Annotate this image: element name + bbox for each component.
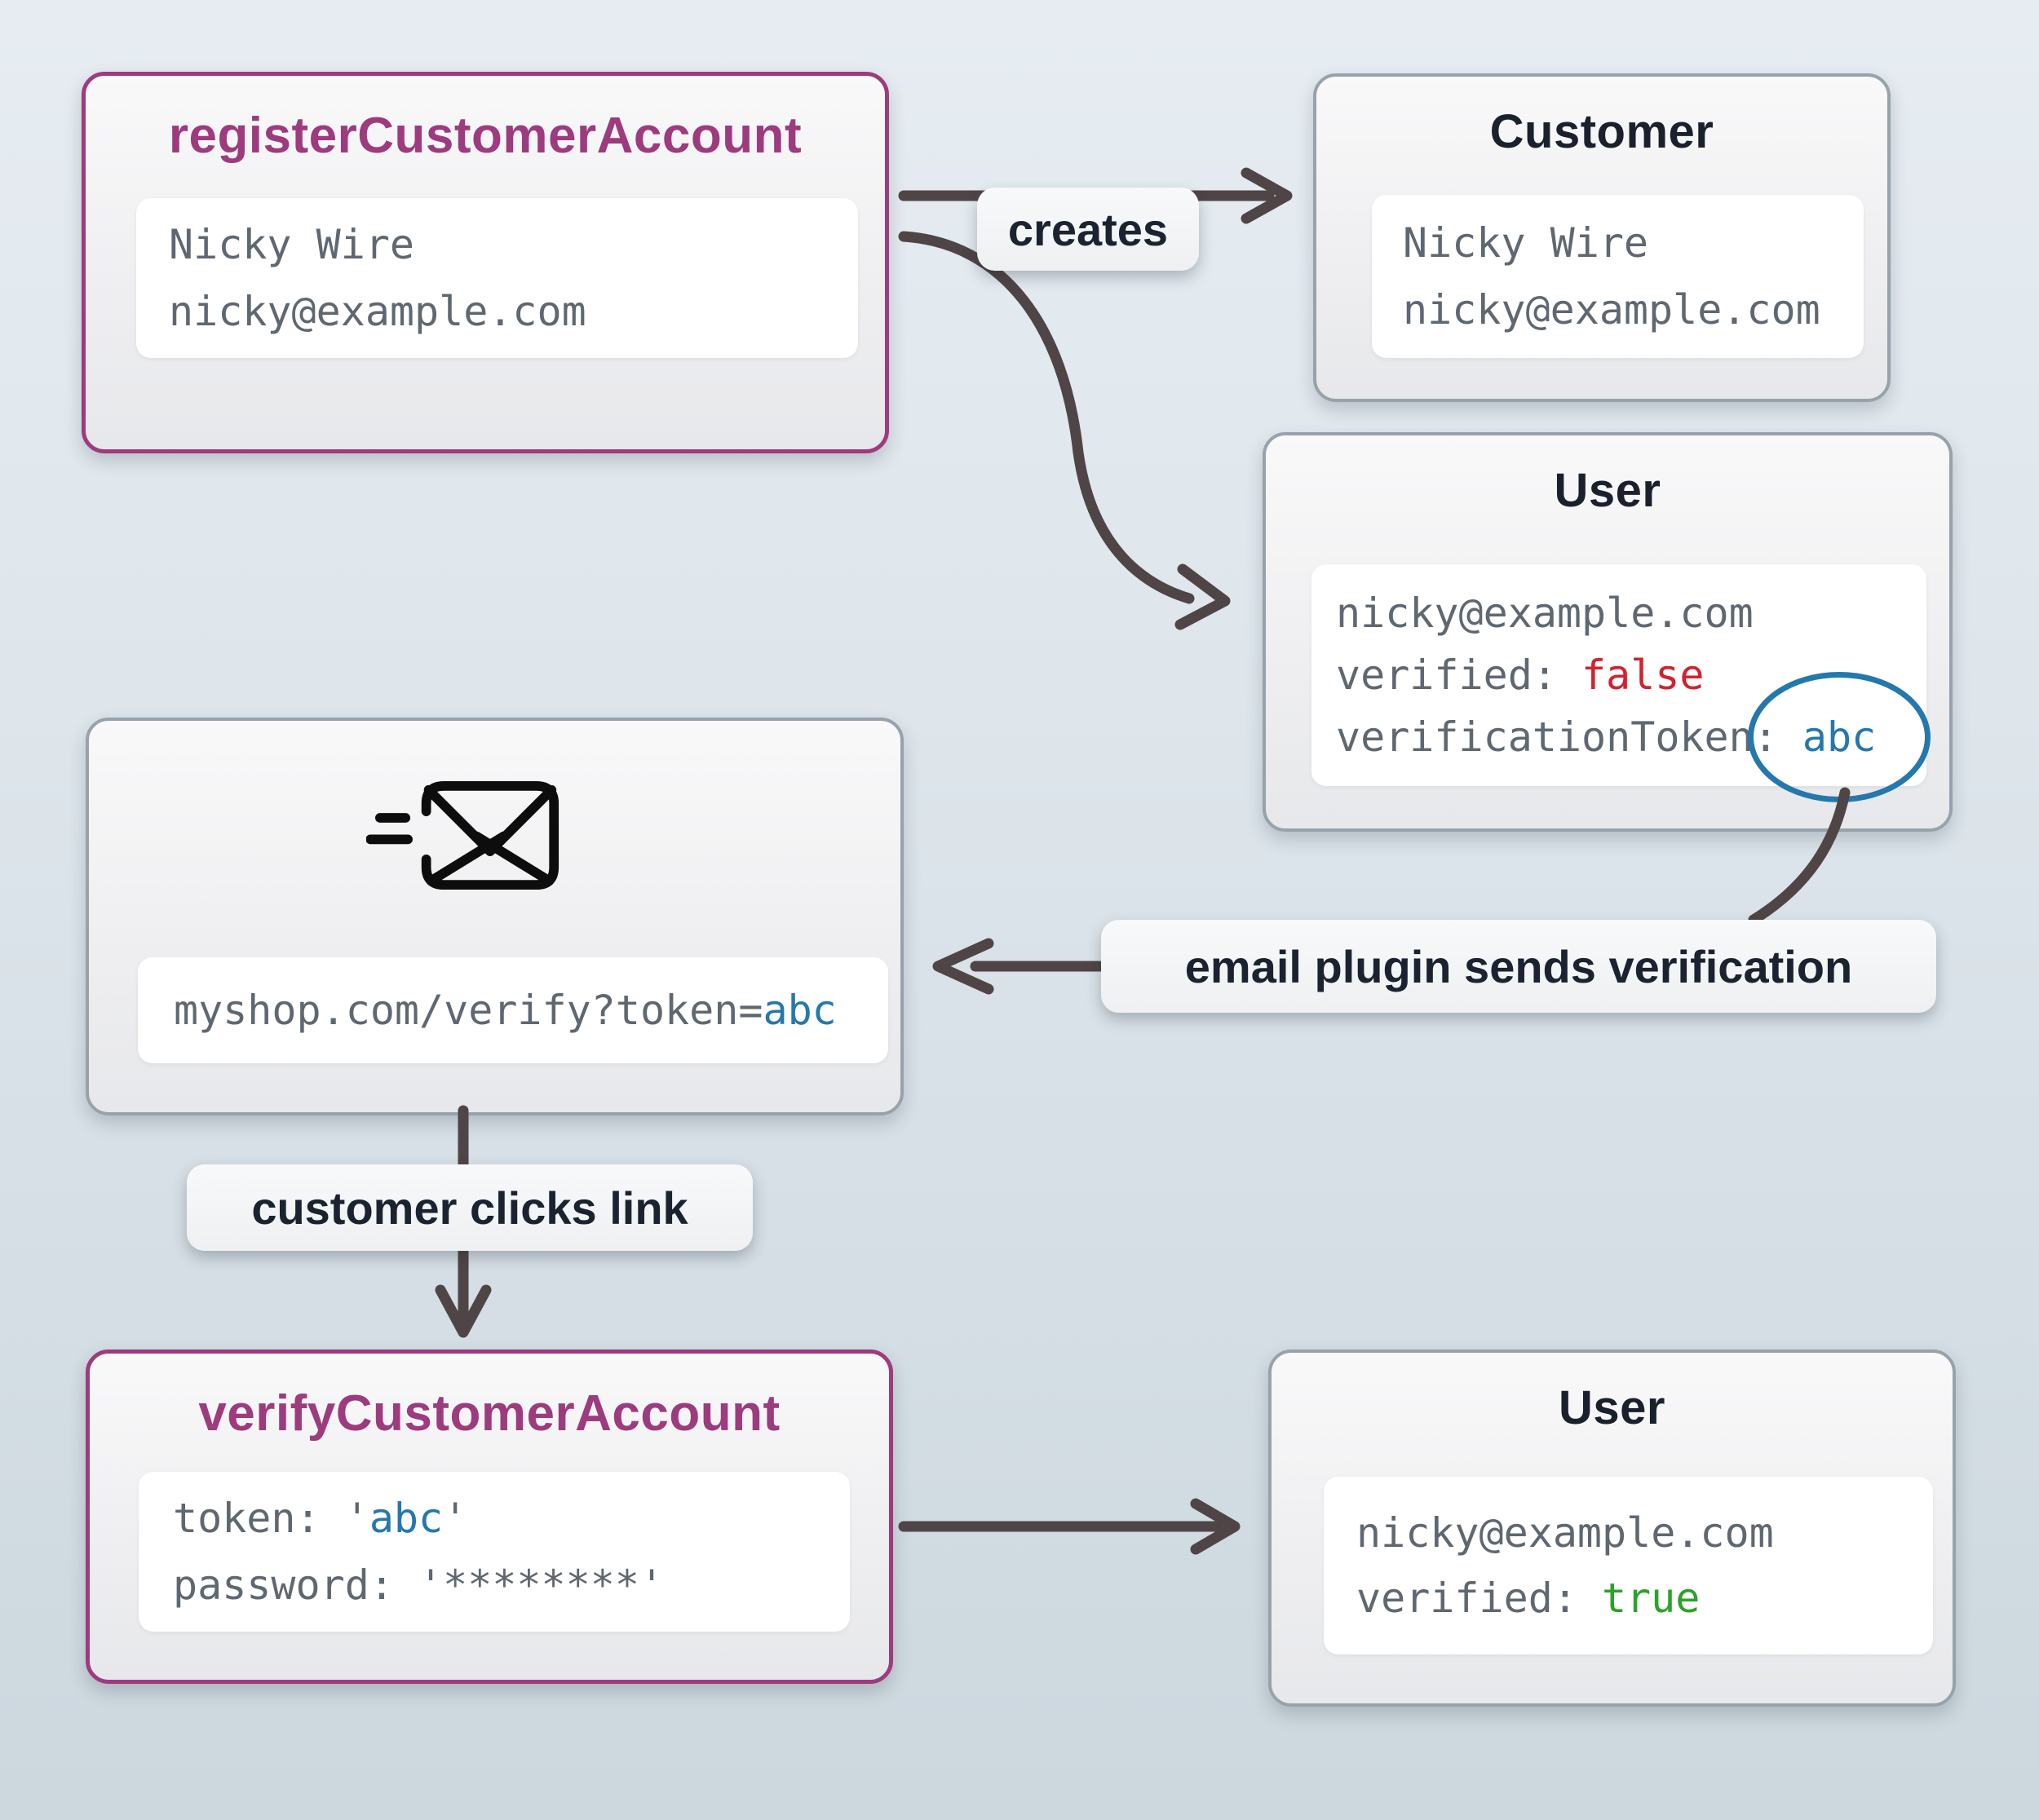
arrowhead-email-to-verify bbox=[435, 1284, 492, 1338]
edge-label-customer-clicks: customer clicks link bbox=[187, 1164, 753, 1251]
user-verified-line: verified: true bbox=[1356, 1578, 1933, 1619]
verify-token-suffix: ' bbox=[443, 1495, 468, 1542]
verification-url: myshop.com/verify?token=abc bbox=[174, 990, 888, 1031]
arrowhead-label-to-email bbox=[932, 938, 994, 995]
verify-token-prefix: token: ' bbox=[173, 1495, 369, 1542]
verify-token-line: token: 'abc' bbox=[173, 1498, 850, 1539]
verified-value: true bbox=[1601, 1575, 1701, 1622]
verify-password-line: password: '********' bbox=[173, 1562, 665, 1609]
register-email: nicky@example.com bbox=[169, 288, 586, 335]
node-user-verified: User nicky@example.com verified: true bbox=[1268, 1350, 1956, 1707]
token-key: verificationToken: bbox=[1336, 713, 1778, 761]
node-title: User bbox=[1559, 1381, 1665, 1434]
node-customer: Customer Nicky Wire nicky@example.com bbox=[1313, 73, 1891, 402]
verified-key: verified: bbox=[1336, 652, 1557, 699]
user-unverified-card: nicky@example.com verified: false verific… bbox=[1311, 564, 1931, 802]
user-token-line: verificationToken: abc bbox=[1336, 672, 1931, 802]
node-verify-customer-account: verifyCustomerAccount token: 'abc' passw… bbox=[86, 1350, 893, 1684]
node-title: registerCustomerAccount bbox=[168, 108, 803, 164]
edge-label-email-plugin: email plugin sends verification bbox=[1101, 920, 1936, 1013]
node-email-message: myshop.com/verify?token=abc bbox=[86, 718, 904, 1115]
verified-value: false bbox=[1581, 652, 1705, 699]
url-prefix: myshop.com/verify?token= bbox=[174, 987, 763, 1034]
verify-payload-card: token: 'abc' password: '********' bbox=[139, 1472, 850, 1632]
node-title: Customer bbox=[1489, 105, 1714, 158]
customer-payload-card: Nicky Wire nicky@example.com bbox=[1372, 195, 1864, 358]
arrowhead-register-to-customer bbox=[1241, 167, 1293, 224]
node-title: verifyCustomerAccount bbox=[198, 1385, 781, 1442]
token-value-wrap: abc bbox=[1748, 672, 1931, 802]
node-register-customer-account: registerCustomerAccount Nicky Wire nicky… bbox=[82, 72, 889, 453]
arrowhead-verify-to-user bbox=[1190, 1498, 1241, 1555]
verification-url-card: myshop.com/verify?token=abc bbox=[138, 957, 888, 1063]
user-email: nicky@example.com bbox=[1356, 1509, 1774, 1557]
arrow-register-to-user bbox=[898, 231, 1195, 604]
customer-email: nicky@example.com bbox=[1403, 286, 1820, 334]
url-token: abc bbox=[763, 987, 837, 1034]
arrowhead-register-to-user bbox=[1174, 563, 1231, 630]
customer-name: Nicky Wire bbox=[1403, 219, 1649, 267]
register-payload-card: Nicky Wire nicky@example.com bbox=[136, 198, 858, 358]
user-verified-card: nicky@example.com verified: true bbox=[1324, 1477, 1933, 1654]
register-name: Nicky Wire bbox=[169, 221, 415, 268]
user-email: nicky@example.com bbox=[1336, 590, 1754, 637]
user-verified-line: verified: false bbox=[1336, 655, 1926, 696]
send-email-icon bbox=[366, 780, 560, 890]
token-value: abc bbox=[1802, 713, 1877, 761]
node-title: User bbox=[1554, 464, 1661, 517]
verified-key: verified: bbox=[1356, 1575, 1577, 1622]
node-user-unverified: User nicky@example.com verified: false ve… bbox=[1263, 432, 1953, 832]
verify-token-value: abc bbox=[369, 1495, 444, 1542]
edge-label-creates: creates bbox=[977, 188, 1199, 271]
